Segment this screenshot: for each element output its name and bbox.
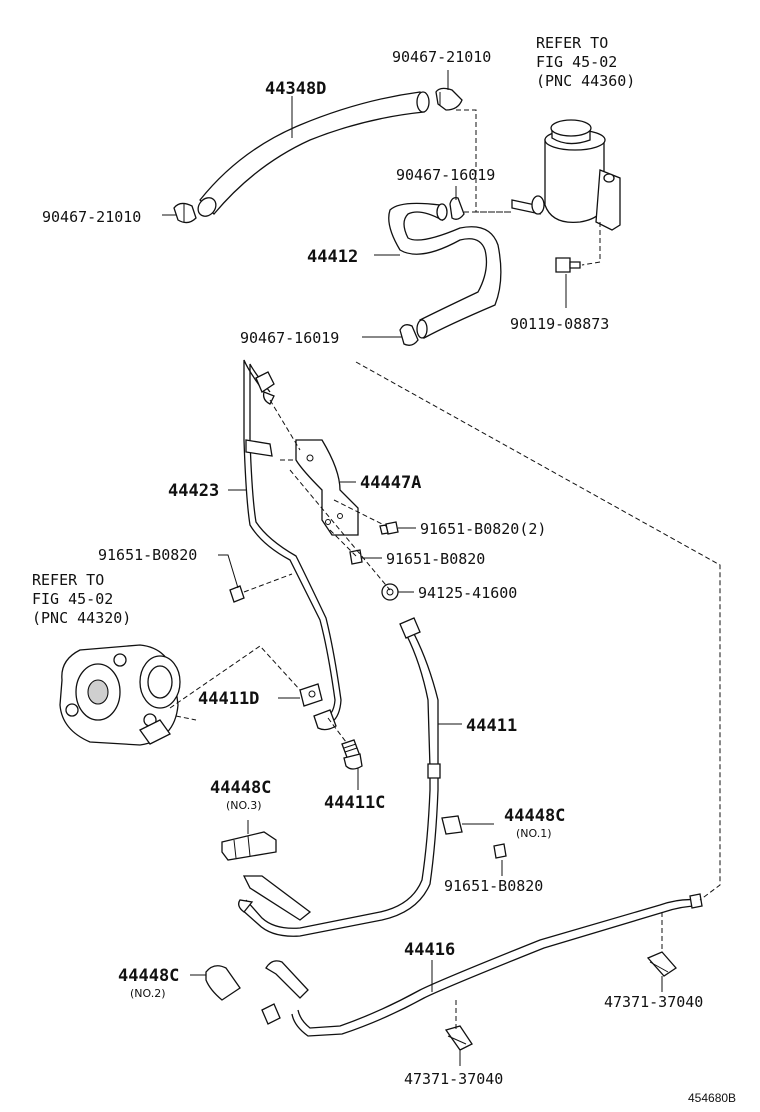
note-no2: (NO.2) — [130, 987, 166, 1000]
label-44412: 44412 — [307, 247, 358, 267]
label-44448C-no1: 44448C — [504, 806, 565, 826]
label-91651-B0820-lower: 91651-B0820 — [444, 877, 543, 895]
refer-pump-line2: FIG 45-02 — [32, 590, 113, 608]
bolt-91651-B0820-lower — [493, 843, 507, 859]
clip-47371-37040-bottom — [444, 1025, 473, 1051]
hose-44348D — [197, 91, 430, 217]
note-no3: (NO.3) — [226, 799, 262, 812]
nut-94125-41600 — [381, 583, 399, 601]
clamp-90467-16019-lower — [399, 324, 419, 346]
leader-lines — [162, 70, 721, 1066]
fitting-44411D — [299, 683, 323, 707]
label-94125-41600: 94125-41600 — [418, 584, 517, 602]
label-44447A: 44447A — [360, 473, 421, 493]
clamp-44448C-no3 — [221, 831, 277, 861]
label-44411D: 44411D — [198, 689, 259, 709]
bolt-91651-B0820-mid — [349, 549, 363, 565]
bracket-44447A — [295, 439, 359, 536]
tube-44416 — [261, 893, 703, 1037]
clamp-90467-16019-mid — [449, 196, 465, 220]
label-44411: 44411 — [466, 716, 517, 736]
label-44348D: 44348D — [265, 79, 326, 99]
union-44411C — [341, 739, 363, 770]
label-91651-B0820-2: 91651-B0820(2) — [420, 520, 546, 538]
label-91651-B0820-left: 91651-B0820 — [98, 546, 197, 564]
reservoir-illustration — [511, 119, 621, 231]
clamp-44448C-no1 — [441, 815, 463, 835]
hose-44411 — [238, 617, 441, 937]
label-44411C: 44411C — [324, 793, 385, 813]
label-90467-16019-lower: 90467-16019 — [240, 329, 339, 347]
clamp-44448C-no2 — [205, 965, 241, 1001]
label-47371-37040-bottom: 47371-37040 — [404, 1070, 503, 1088]
label-90467-21010-left: 90467-21010 — [42, 208, 141, 226]
clip-47371-37040-right — [646, 951, 677, 977]
note-no1: (NO.1) — [516, 827, 552, 840]
label-91651-B0820-mid: 91651-B0820 — [386, 550, 485, 568]
clamp-90467-21010-top — [435, 87, 463, 111]
label-90119-08873: 90119-08873 — [510, 315, 609, 333]
label-90467-21010-top: 90467-21010 — [392, 48, 491, 66]
label-44423: 44423 — [168, 481, 219, 501]
clamp-90467-21010-left — [173, 202, 197, 224]
refer-pump-line3: (PNC 44320) — [32, 609, 131, 627]
tube-bracket — [245, 439, 273, 457]
refer-reservoir-line3: (PNC 44360) — [536, 72, 635, 90]
bolt-91651-B0820-pair — [379, 521, 399, 535]
refer-pump-line1: REFER TO — [32, 571, 104, 589]
tube-44423 — [243, 359, 342, 731]
pump-illustration — [59, 644, 181, 746]
hose-44412 — [388, 202, 502, 339]
label-47371-37040-right: 47371-37040 — [604, 993, 703, 1011]
label-44416: 44416 — [404, 940, 455, 960]
bolt-91651-B0820-left — [229, 585, 245, 603]
refer-reservoir-line2: FIG 45-02 — [536, 53, 617, 71]
label-44448C-no3: 44448C — [210, 778, 271, 798]
refer-reservoir-line1: REFER TO — [536, 34, 608, 52]
diagram-id: 454680B — [688, 1091, 736, 1105]
bolt-90119-08873 — [555, 257, 581, 273]
label-44448C-no2: 44448C — [118, 966, 179, 986]
label-90467-16019-mid: 90467-16019 — [396, 166, 495, 184]
